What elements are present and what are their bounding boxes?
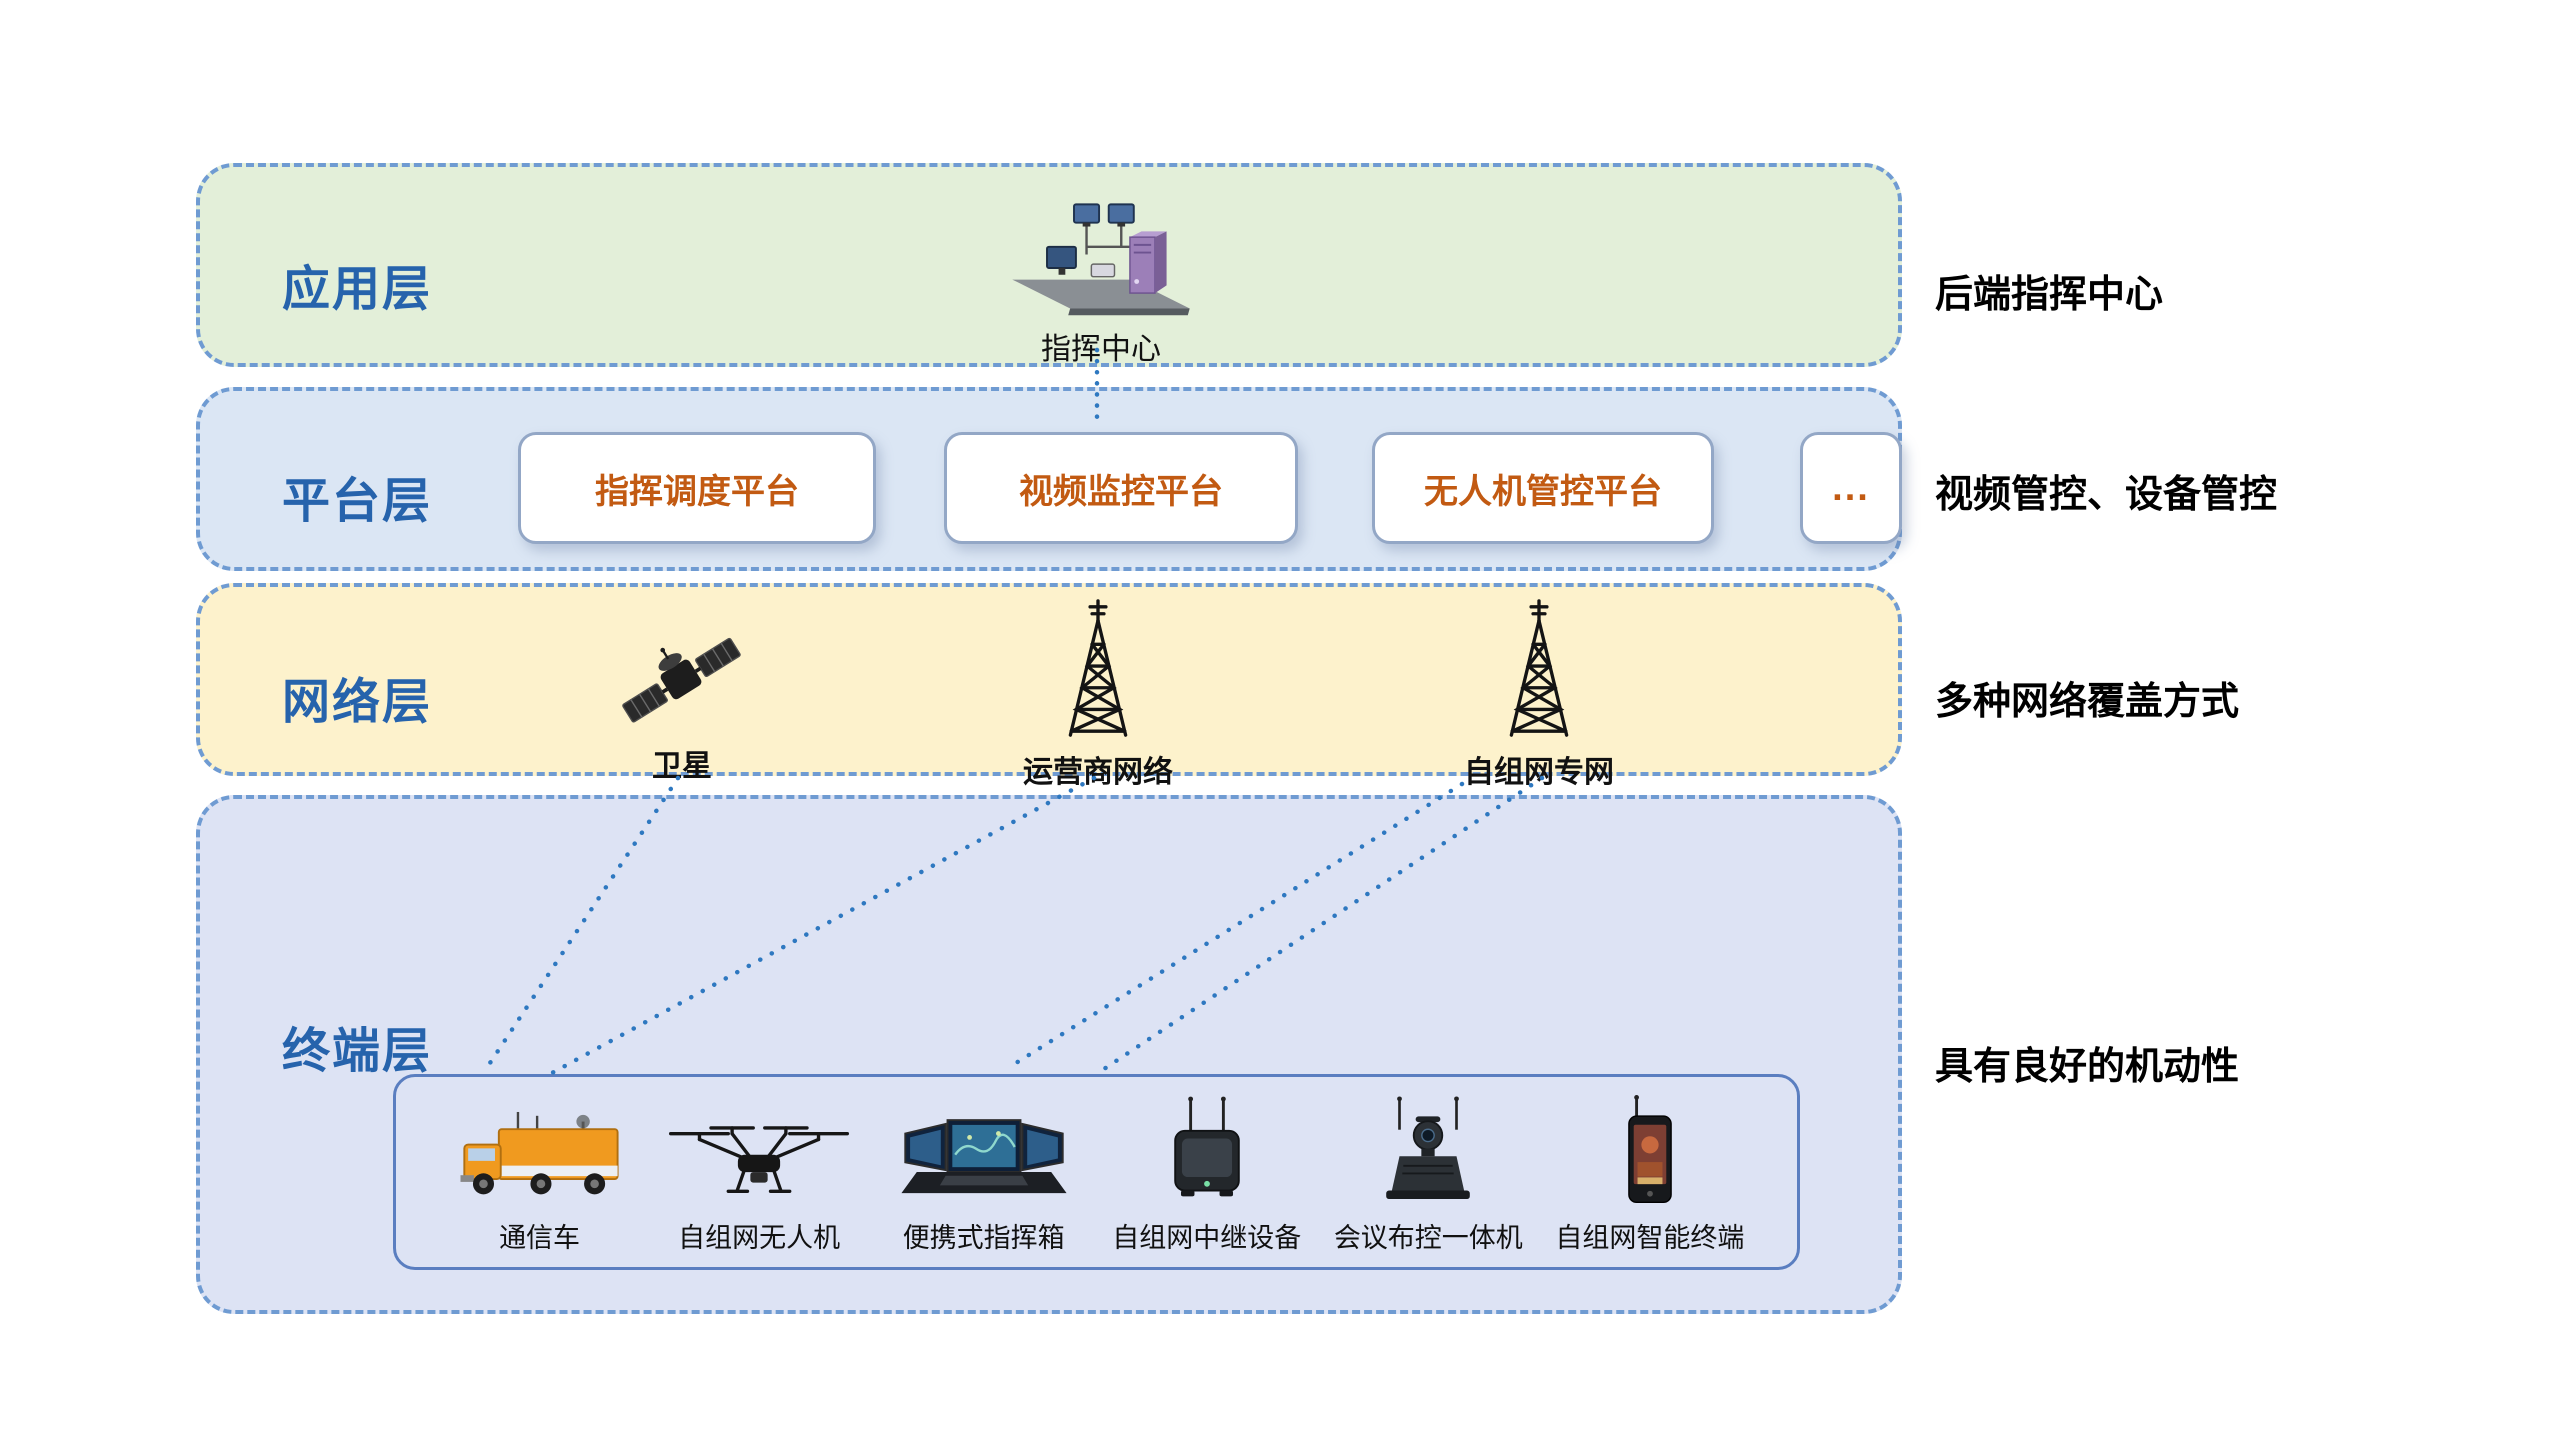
carrier-network-label: 运营商网络 [1023,756,1173,789]
platform-button-drone-control: 无人机管控平台 [1372,432,1714,544]
device-adhoc-drone: 自组网无人机 [663,1092,855,1255]
annotation-application: 后端指挥中心 [1935,274,2164,316]
layer-platform-label: 平台层 [282,475,433,528]
adhoc-relay-icon [1154,1092,1260,1210]
adhoc-smart-terminal-label: 自组网智能终端 [1555,1223,1745,1253]
layer-application-label: 应用层 [282,263,433,316]
satellite-node: 卫星 [552,625,812,785]
satellite-icon [622,637,741,723]
carrier-network-node: 运营商网络 [968,595,1228,791]
layer-platform: 平台层 指挥调度平台 视频监控平台 无人机管控平台 ... [196,387,1902,571]
layer-terminal: 终端层 [196,795,1902,1314]
terminal-devices-box: 通信车 [393,1074,1800,1270]
command-center-node: 指挥中心 [961,187,1241,368]
comm-truck-label: 通信车 [499,1223,581,1253]
adhoc-network-label: 自组网专网 [1464,756,1614,789]
device-adhoc-relay: 自组网中继设备 [1112,1092,1301,1255]
layer-network-label: 网络层 [282,676,433,729]
conference-control-unit-label: 会议布控一体机 [1333,1223,1523,1253]
portable-command-case-icon [888,1092,1080,1210]
layer-application: 应用层 [196,163,1902,367]
layer-terminal-label: 终端层 [282,1025,433,1078]
device-adhoc-smart-terminal: 自组网智能终端 [1555,1092,1744,1255]
conference-control-unit-icon [1371,1092,1485,1210]
device-conference-control-unit: 会议布控一体机 [1334,1092,1523,1255]
comm-truck-icon [449,1092,631,1210]
annotation-terminal: 具有良好的机动性 [1935,1046,2240,1088]
adhoc-tower-icon [1509,599,1569,737]
command-center-label: 指挥中心 [1041,333,1161,366]
command-center-icon [1012,203,1190,316]
carrier-tower-icon [1068,599,1128,737]
annotation-platform: 视频管控、设备管控 [1935,474,2278,516]
adhoc-drone-label: 自组网无人机 [678,1223,841,1253]
adhoc-smart-terminal-icon [1611,1092,1689,1210]
portable-command-case-label: 便携式指挥箱 [902,1223,1065,1253]
adhoc-network-node: 自组网专网 [1409,595,1669,791]
adhoc-drone-icon [663,1092,855,1210]
layer-network: 网络层 [196,583,1902,789]
platform-button-video-surveillance: 视频监控平台 [944,432,1298,544]
platform-button-dispatch: 指挥调度平台 [518,432,876,544]
platform-button-more: ... [1800,432,1902,544]
device-comm-truck: 通信车 [449,1092,631,1255]
satellite-label: 卫星 [652,750,712,783]
annotation-network: 多种网络覆盖方式 [1935,681,2240,723]
device-portable-command-case: 便携式指挥箱 [888,1092,1080,1255]
adhoc-relay-label: 自组网中继设备 [1112,1223,1302,1253]
